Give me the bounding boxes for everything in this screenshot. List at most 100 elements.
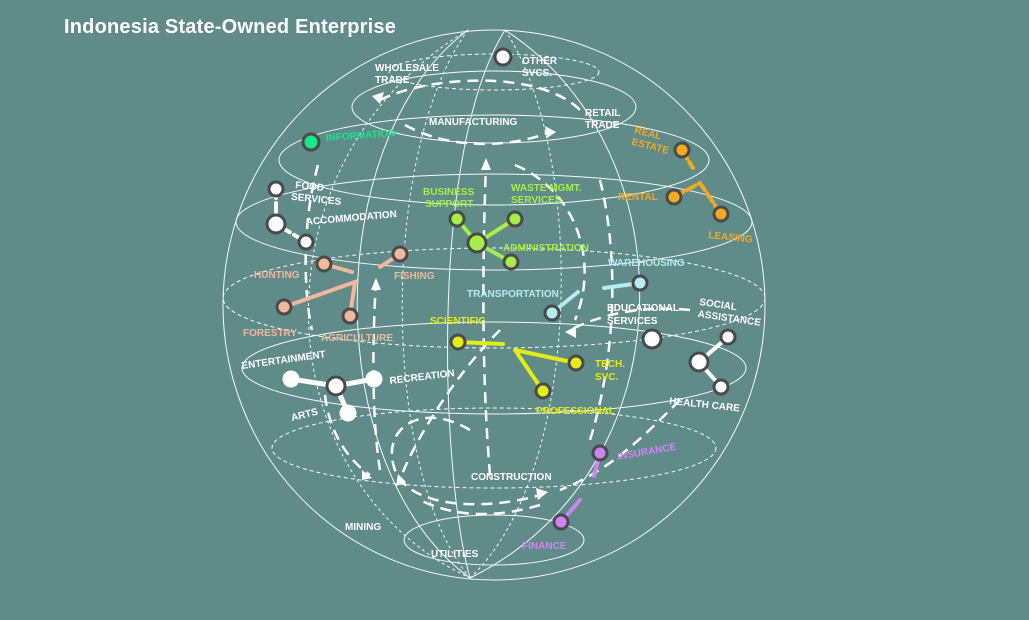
node-hunting (315, 255, 333, 273)
meridian-1 (356, 29, 471, 579)
label-warehousing: WAREHOUSING (608, 258, 685, 269)
label-tech-2: SVC. (595, 372, 619, 383)
diagram-title: Indonesia State-Owned Enterprise (64, 16, 397, 38)
globe-outline (222, 29, 766, 581)
node-rental (665, 188, 683, 206)
node-food (267, 180, 285, 198)
node-finance (552, 513, 570, 531)
link-agriculture (282, 279, 358, 318)
node-real-estate (673, 141, 691, 159)
nodes (265, 47, 737, 531)
label-food: FOODSERVICES (290, 180, 343, 208)
node-recreation (365, 370, 383, 388)
label-other-1: OTHER (522, 56, 558, 67)
label-professional: PROFESSIONAL (536, 406, 615, 417)
arrow-manufacturing-bottom (404, 123, 551, 146)
arrowhead-1 (372, 92, 384, 104)
arrowhead-6 (396, 474, 406, 486)
link-professional (456, 340, 578, 393)
arrowhead-5 (565, 326, 576, 338)
meridian-6 (308, 29, 471, 579)
node-arts (339, 404, 357, 422)
arrow-insurance (559, 399, 681, 492)
arrow-waste-curve (514, 163, 586, 321)
arrowhead-2 (545, 126, 556, 138)
arrowhead-3 (481, 158, 491, 170)
label-rental: RENTAL (618, 192, 658, 203)
label-social-1: SOCIAL (699, 297, 738, 313)
flow-arrows (304, 79, 691, 516)
arrowhead-4 (371, 278, 381, 290)
arrow-loop-bottom (390, 416, 541, 506)
node-social (719, 328, 737, 346)
label-construction: CONSTRUCTION (471, 472, 552, 483)
label-leasing: LEASING (708, 230, 754, 246)
label-manufacturing: MANUFACTURING (429, 117, 518, 128)
label-waste-2: SERVICES (511, 195, 562, 206)
arrow-arts-sweep (323, 394, 371, 477)
arrow-right-vertical (588, 179, 614, 441)
latitude-south (271, 407, 717, 489)
node-insurance (591, 444, 609, 462)
node-tech (567, 354, 585, 372)
node-other-svcs (493, 47, 513, 67)
arrow-left-vertical (304, 164, 320, 331)
node-waste (506, 210, 524, 228)
arrowhead-8 (536, 488, 548, 500)
arrow-manufacturing-top (379, 79, 581, 111)
label-educational-1: EDUCATIONAL (607, 303, 679, 314)
globe-wireframe (222, 29, 766, 581)
label-food-2: SERVICES (290, 192, 342, 208)
node-scientific (449, 333, 467, 351)
label-accommodation: ACCOMMODATION (305, 209, 397, 228)
label-real-estate: REALESTATE (630, 125, 673, 157)
node-accommodation-main (265, 213, 287, 235)
label-waste-1: WASTE MGMT. (511, 183, 582, 194)
label-educational: EDUCATIONAL SERVICES (607, 303, 679, 327)
node-entertainment (282, 370, 300, 388)
label-recreation: RECREATION (389, 368, 455, 387)
arrow-education (569, 307, 691, 332)
label-mining: MINING (345, 522, 381, 533)
arrowhead-7 (362, 470, 372, 480)
label-agriculture: AGRICULTURE (321, 333, 393, 344)
label-utilities: UTILITIES (431, 549, 479, 560)
node-forestry (275, 298, 293, 316)
node-agriculture (341, 307, 359, 325)
node-entertainment-main (325, 375, 347, 397)
label-wholesale-1: WHOLESALE (375, 63, 439, 74)
label-entertainment: ENTERTAINMENT (241, 349, 327, 372)
latitude-mid-north (235, 173, 753, 271)
arrow-center-vertical (482, 164, 492, 476)
label-business-2: SUPPORT (425, 199, 473, 210)
node-fishing (391, 245, 409, 263)
meridian-3 (447, 29, 506, 579)
meridian-2 (401, 29, 471, 579)
label-finance: FINANCE (522, 541, 567, 552)
node-administration (502, 253, 520, 271)
arrow-heads (362, 92, 576, 500)
label-food-1: FOOD (295, 180, 325, 194)
label-transportation: TRANSPORTATION (467, 289, 559, 300)
label-educational-2: SERVICES (607, 316, 658, 327)
label-scientific: SCIENTIFIC (430, 316, 486, 327)
arrow-recreation-swoop (398, 329, 501, 481)
label-fishing: FISHING (394, 271, 435, 282)
node-accommodation (297, 233, 315, 251)
arrow-agri-vertical (372, 279, 382, 471)
label-tech: TECH.SVC. (595, 359, 625, 383)
node-information (301, 132, 321, 152)
label-health: HEALTH CARE (669, 396, 741, 414)
label-insurance: INSURANCE (617, 442, 678, 463)
latitude-equator (222, 247, 766, 349)
arrow-finance (419, 498, 541, 516)
meridian-5 (469, 29, 641, 579)
node-social-main (688, 351, 710, 373)
